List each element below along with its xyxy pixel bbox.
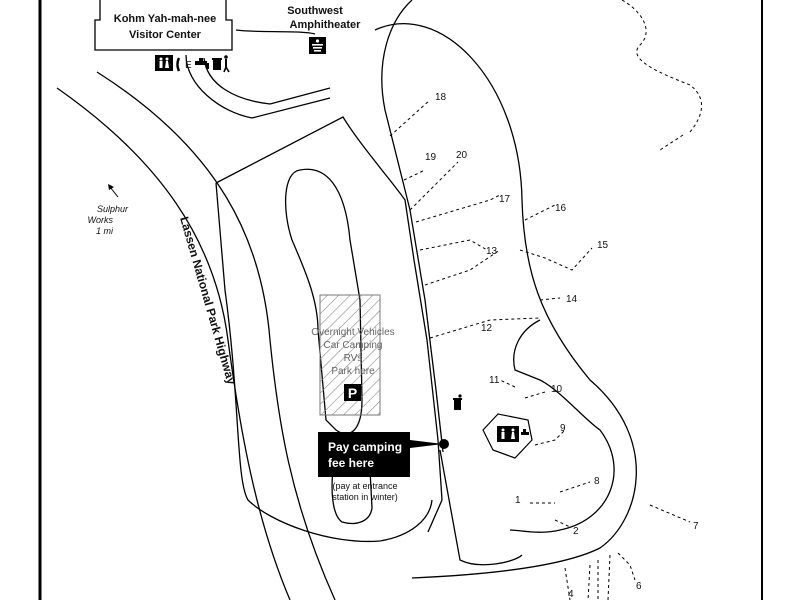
site-label: 10 bbox=[551, 384, 563, 395]
site-label: 8 bbox=[594, 476, 600, 487]
fee-title-line2: fee here bbox=[328, 456, 374, 470]
accessible-icon bbox=[223, 55, 230, 73]
campsite-labels: 1 2 4 6 7 8 9 10 11 12 13 14 15 16 17 18… bbox=[425, 92, 699, 600]
trail-branch bbox=[659, 134, 684, 151]
restroom-icon bbox=[155, 55, 173, 71]
site-label: 18 bbox=[435, 92, 447, 103]
visitor-center-name-line1: Kohm Yah-mah-nee bbox=[114, 13, 217, 25]
site-label: 20 bbox=[456, 150, 468, 161]
phone-icon bbox=[176, 57, 181, 72]
sulphur-works-line2: Works bbox=[88, 215, 114, 225]
elevator-icon: E bbox=[185, 60, 192, 71]
site-label: 1 bbox=[515, 495, 521, 506]
site-label: 19 bbox=[425, 152, 437, 163]
sulphur-works-line3: 1 mi bbox=[96, 226, 114, 236]
fee-note-line1: (pay at entrance bbox=[332, 481, 397, 491]
parking-line-3: RVs bbox=[344, 353, 363, 364]
trash-icon bbox=[212, 58, 222, 70]
site-label: 15 bbox=[597, 240, 609, 251]
site-label: 9 bbox=[560, 423, 566, 434]
amphitheater-name-line2: Amphitheater bbox=[290, 19, 362, 31]
site-label: 7 bbox=[693, 521, 699, 532]
fee-title-line1: Pay camping bbox=[328, 440, 402, 454]
campground-loop bbox=[215, 0, 637, 579]
trash-icon bbox=[453, 394, 462, 410]
fee-note-line2: station in winter) bbox=[332, 492, 398, 502]
central-island bbox=[284, 168, 363, 435]
amphitheater-icon bbox=[309, 37, 326, 54]
site-label: 14 bbox=[566, 294, 578, 305]
inner-loop bbox=[509, 319, 615, 533]
site-label: 16 bbox=[555, 203, 567, 214]
water-faucet-icon bbox=[195, 58, 209, 69]
access-road bbox=[185, 29, 331, 119]
parking-icon: P bbox=[344, 384, 361, 401]
parking-line-2: Car Camping bbox=[324, 340, 383, 351]
site-label: 11 bbox=[489, 375, 500, 386]
trail bbox=[621, 0, 702, 133]
site-label: 4 bbox=[568, 589, 574, 600]
parking-line-4: Park here bbox=[331, 366, 375, 377]
visitor-center-building bbox=[94, 0, 233, 51]
parking-line-1: Overnight Vehicles bbox=[311, 327, 394, 338]
amphitheater-name-line1: Southwest bbox=[287, 5, 343, 17]
site-label: 17 bbox=[499, 194, 511, 205]
visitor-center-name-line2: Visitor Center bbox=[129, 29, 202, 41]
highway bbox=[56, 71, 336, 600]
site-label: 13 bbox=[486, 246, 498, 257]
fee-callout bbox=[318, 432, 449, 477]
sulphur-works-line1: Sulphur bbox=[97, 204, 129, 214]
site-label: 6 bbox=[636, 581, 642, 592]
page-frame bbox=[38, 0, 763, 600]
parking-symbol: P bbox=[348, 385, 357, 401]
sulphur-works-arrow bbox=[108, 184, 119, 198]
highway-label: Lassen National Park Highway bbox=[177, 215, 239, 386]
restroom-building bbox=[482, 413, 533, 459]
site-label: 2 bbox=[573, 526, 579, 537]
site-spurs bbox=[389, 99, 691, 600]
site-label: 12 bbox=[481, 323, 493, 334]
